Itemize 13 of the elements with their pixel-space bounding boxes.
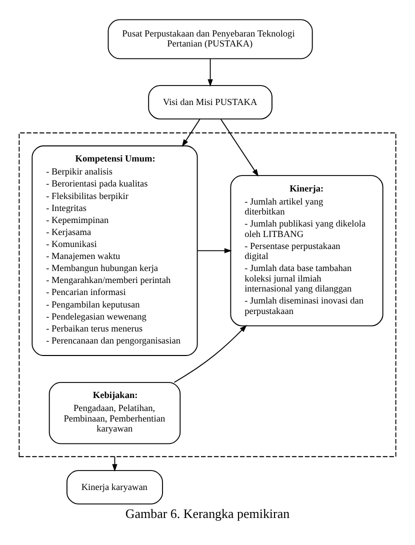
caption: Gambar 6. Kerangka pemikiran [125, 506, 290, 522]
node-box: Visi dan Misi PUSTAKA [148, 85, 272, 120]
arrow [182, 118, 200, 147]
arrow [208, 58, 213, 87]
arrow [197, 248, 232, 254]
node-box: Kompetensi Umum: - Berpikir analisis - Berorientasi pada kualitas - Fleksibilitas berpikir - Integritas - Kepemimpinan - Kerjasama - Komunikasi - Manajemen waktu - Membangun hubungan kerja - Mengarahkan/memberi perintah - Pencarian informasi - Pengambilan keputusan - Pendelegasian wewenang - Perbaikan terus menerus - Perencanaan dan pengorganisasian [32, 145, 198, 356]
node-box: Kebijakan: Pengadaan, Pelatihan, Pembinaan, Pemberhentian karyawan [48, 382, 181, 444]
arrow [220, 118, 259, 177]
node-box: Kinerja karyawan [66, 470, 163, 504]
cluster [18, 132, 396, 458]
node-box: Kinerja: - Jumlah artikel yang diterbitkan - Jumlah publikasi yang dikelola oleh LITBANG - Persentase perpustakaan digital - Jumlah data base tambahan koleksi jurnal ilmiah internasional yang dilanggan - Jumlah diseminasi inovasi dan perpustakaan [230, 175, 384, 326]
arrow [174, 324, 247, 383]
node-box: Pusat Perpustakaan dan Penyebaran Teknologi Pertanian (PUSTAKA) [108, 19, 313, 60]
